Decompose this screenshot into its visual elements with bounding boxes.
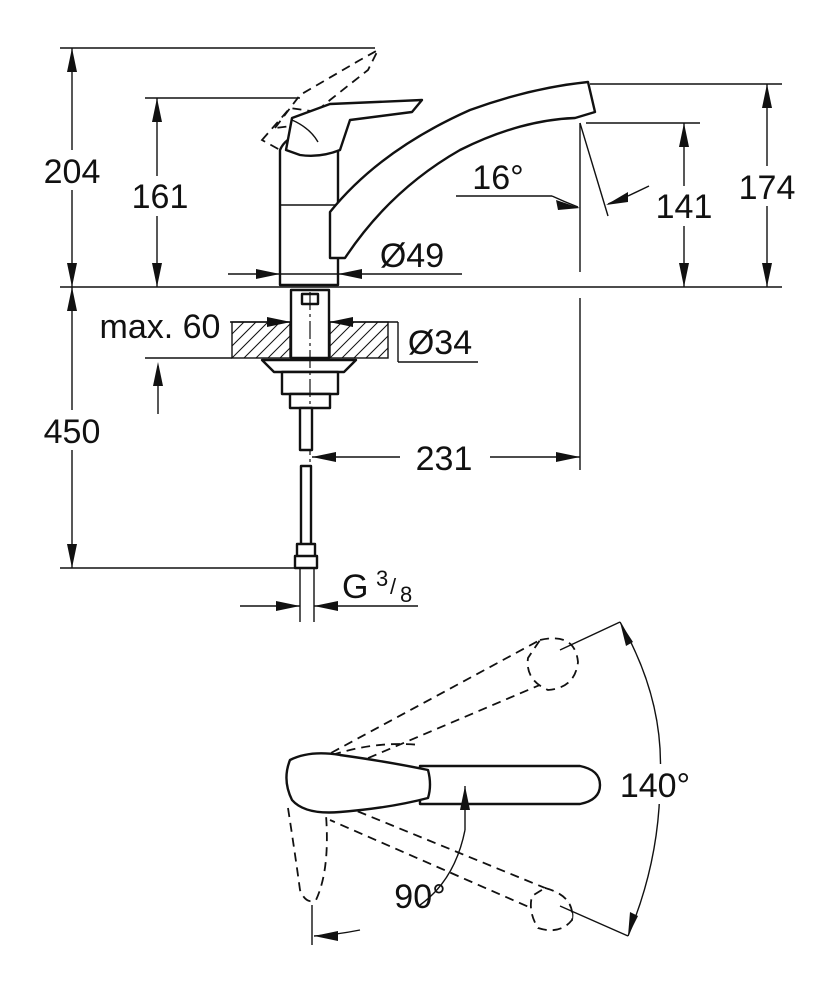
dimension-deck-thickness: max. 60 [100, 308, 291, 414]
label-handle-swing: 90° [394, 878, 445, 916]
label-base-diameter: Ø49 [380, 237, 444, 275]
label-hose-length: 450 [44, 413, 101, 451]
label-outlet-height: 141 [656, 188, 713, 226]
label-total-height: 204 [44, 153, 101, 191]
dimension-hose-length: 450 [38, 287, 300, 569]
dimension-total-height: 204 [38, 48, 108, 287]
dimension-hole-diameter: Ø34 [329, 317, 478, 363]
dimension-spout-swivel: 140° [559, 621, 708, 937]
mounting-shank [260, 288, 358, 470]
side-view: 204 161 174 141 [38, 47, 804, 622]
spout-top-view [418, 764, 602, 806]
countertop-section [231, 321, 389, 359]
label-thread-letter: G [342, 568, 368, 606]
handle-open-ghost [273, 47, 381, 130]
label-spout-angle: 16° [472, 159, 523, 197]
handle-swing-ghost [287, 807, 328, 903]
dimension-outlet-height: 141 [650, 123, 718, 287]
spout-swivel-ghost-lower [329, 799, 574, 932]
label-thread-numerator: 3 [376, 566, 388, 591]
label-deck-thickness: max. 60 [100, 308, 221, 346]
label-handle-height: 161 [132, 178, 189, 216]
faucet-handle [284, 98, 424, 158]
label-spout-height: 174 [739, 169, 796, 207]
label-spout-swivel: 140° [620, 767, 690, 805]
dimension-spout-angle: 16° [456, 122, 650, 272]
dimension-base-diameter: Ø49 [228, 237, 462, 279]
faucet-body [278, 133, 340, 287]
top-view: 140° 90° [285, 621, 708, 945]
dimension-connection-thread: G 3 / 8 [240, 566, 418, 611]
dimension-handle-height: 161 [124, 98, 194, 287]
spout-swivel-ghost-upper [317, 637, 579, 771]
label-thread-denominator: 8 [400, 582, 412, 607]
svg-text:/: / [390, 574, 397, 599]
label-spout-reach: 231 [416, 440, 473, 478]
dimension-spout-reach: 231 [312, 298, 581, 478]
supply-hose [293, 406, 319, 622]
handle-top-view [285, 752, 432, 814]
dimension-handle-swing: 90° [311, 786, 470, 945]
label-hole-diameter: Ø34 [408, 324, 472, 362]
dimension-spout-height: 174 [730, 84, 804, 287]
